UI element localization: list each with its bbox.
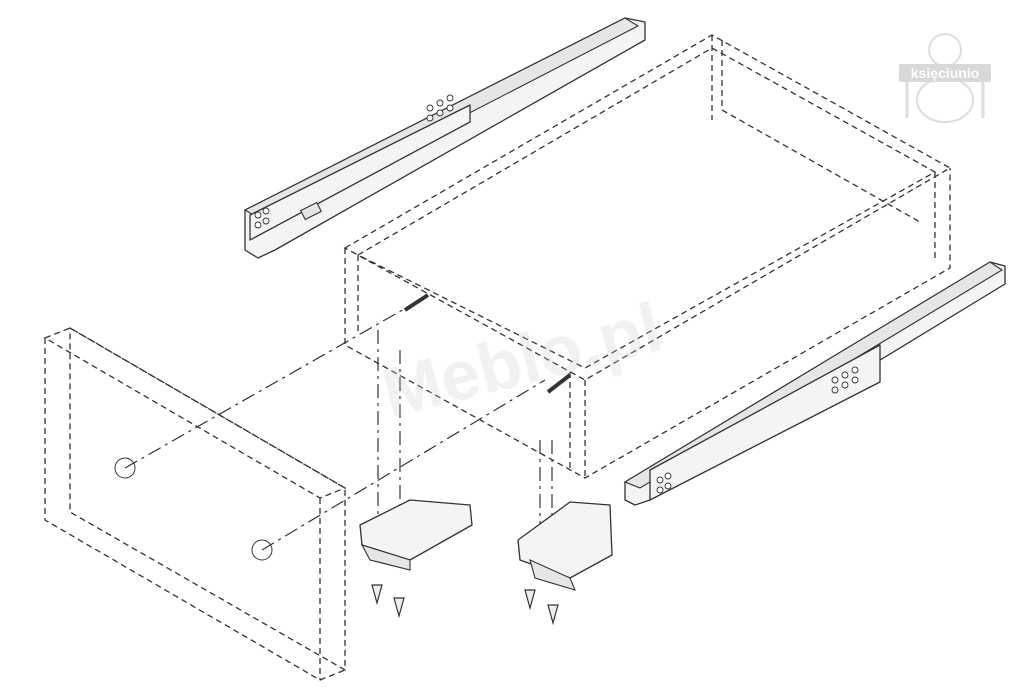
dowel-screws — [403, 293, 572, 394]
assembly-lines — [124, 299, 553, 551]
logo-text: księciunio — [899, 64, 991, 82]
right-drawer-slide — [623, 261, 1006, 506]
drawer-box-outline — [343, 34, 952, 479]
left-drawer-slide — [243, 17, 646, 259]
ksieciunio-logo: księciunio — [895, 28, 995, 123]
left-locking-device — [359, 499, 473, 571]
mounting-screws — [371, 584, 559, 626]
drawer-front-panel-outline — [43, 326, 347, 681]
right-locking-device — [517, 501, 613, 591]
